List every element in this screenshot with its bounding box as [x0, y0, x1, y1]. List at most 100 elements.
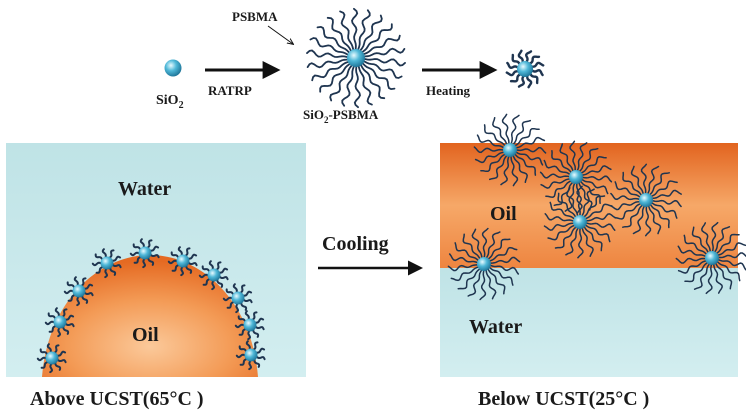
polymer-chain: [649, 180, 678, 198]
polymer-chain: [622, 203, 644, 228]
polymer-chain: [208, 260, 214, 271]
silica-core: [243, 318, 257, 332]
brush-particle: [234, 310, 265, 341]
right-caption: Below UCST(25°C ): [478, 388, 649, 410]
polymer-chain: [566, 187, 579, 218]
polymer-chain: [95, 265, 105, 274]
polymer-chain: [252, 341, 259, 352]
polymer-chain: [46, 343, 52, 354]
polymer-chain: [488, 256, 521, 264]
polymer-chain: [644, 204, 652, 237]
polymer-chain: [715, 233, 740, 255]
polymer-chain: [132, 243, 142, 251]
polymer-chain: [584, 223, 611, 243]
polymer-chain: [481, 227, 489, 260]
polymer-chain: [146, 239, 153, 250]
polymer-chain: [251, 311, 258, 322]
polymer-chain: [677, 245, 708, 258]
polymer-chain: [614, 202, 643, 220]
polymer-chain: [356, 9, 371, 52]
polymer-chain: [524, 50, 533, 64]
polymer-chain: [239, 301, 248, 311]
heating-label: Heating: [426, 83, 471, 98]
polymer-chain: [650, 199, 682, 208]
polymer-chain: [677, 259, 708, 274]
polymer-chain: [454, 242, 480, 262]
polymer-chain: [253, 317, 265, 324]
polymer-chain: [218, 275, 229, 281]
polymer-chain: [239, 357, 249, 366]
collapsed-brush-particle: [505, 49, 545, 89]
polymer-chain: [614, 181, 642, 199]
polymer-chain: [448, 253, 480, 264]
polymer-chain: [360, 61, 396, 91]
polymer-chain: [235, 353, 247, 359]
polymer-chain: [133, 255, 143, 264]
polymer-chain: [238, 327, 248, 336]
silica-core: [244, 348, 258, 362]
polymer-chain: [610, 200, 642, 211]
polymer-chain: [234, 323, 246, 329]
cooling-transition: Cooling: [318, 233, 423, 276]
polymer-chain: [584, 203, 613, 220]
polymer-chain: [44, 320, 56, 326]
polymer-chain: [225, 288, 235, 296]
polymer-chain: [353, 64, 361, 109]
polymer-chain: [474, 151, 506, 164]
polymer-chain: [167, 259, 179, 265]
polymer-chain: [247, 329, 252, 341]
silica-core: [45, 351, 59, 365]
polymer-chain: [239, 284, 246, 295]
polymer-chain: [171, 263, 181, 272]
polymer-chain: [648, 172, 670, 197]
polymer-chain: [341, 64, 356, 107]
polymer-chain: [91, 261, 103, 267]
polymer-chain: [177, 246, 183, 257]
polymer-chain: [713, 226, 731, 254]
polymer-chain: [576, 185, 583, 218]
brush-particle: [543, 185, 617, 259]
polymer-chain: [187, 261, 198, 267]
polymer-chain: [528, 72, 539, 85]
polymer-chain: [579, 156, 607, 175]
left-oil-label: Oil: [132, 324, 159, 346]
polymer-chain: [457, 267, 482, 290]
brush-particle: [505, 49, 545, 89]
polymer-chain: [545, 179, 573, 198]
polymer-chain: [73, 276, 79, 287]
polymer-chain: [529, 61, 545, 69]
polymer-chain: [108, 266, 117, 276]
polymer-chain: [528, 55, 541, 66]
polymer-chain: [82, 283, 94, 290]
polymer-chain: [198, 273, 210, 279]
polymer-chain: [582, 225, 603, 252]
polymer-chain: [480, 152, 507, 173]
polymer-chain: [215, 278, 224, 288]
polymer-chain: [711, 221, 719, 254]
polymer-chain: [557, 192, 578, 219]
polymer-chain: [358, 14, 383, 53]
polymer-chain: [632, 204, 646, 235]
polymer-chain: [509, 72, 522, 83]
polymer-chain: [505, 69, 521, 77]
brush-particle: [91, 248, 122, 279]
psbma-label: PSBMA: [232, 9, 278, 24]
polymer-chain: [488, 266, 514, 286]
polymer-chain: [211, 279, 216, 291]
polymer-chain: [357, 63, 373, 106]
polymer-chain: [543, 222, 576, 231]
polymer-chain: [184, 247, 191, 258]
polymer-chain: [559, 143, 575, 173]
polymer-chain: [551, 149, 573, 174]
polymer-chain: [479, 268, 487, 301]
polymer-chain: [501, 113, 510, 146]
brush-particle: [198, 260, 229, 291]
polymer-chain: [245, 340, 251, 351]
polymer-chain: [54, 307, 60, 318]
polymer-chain: [316, 25, 352, 55]
sio2-label: SiO2: [156, 93, 184, 111]
polymer-chain: [514, 146, 547, 154]
polymer-chain: [543, 159, 572, 176]
brush-particle: [167, 246, 198, 277]
polymer-chain: [326, 16, 353, 53]
